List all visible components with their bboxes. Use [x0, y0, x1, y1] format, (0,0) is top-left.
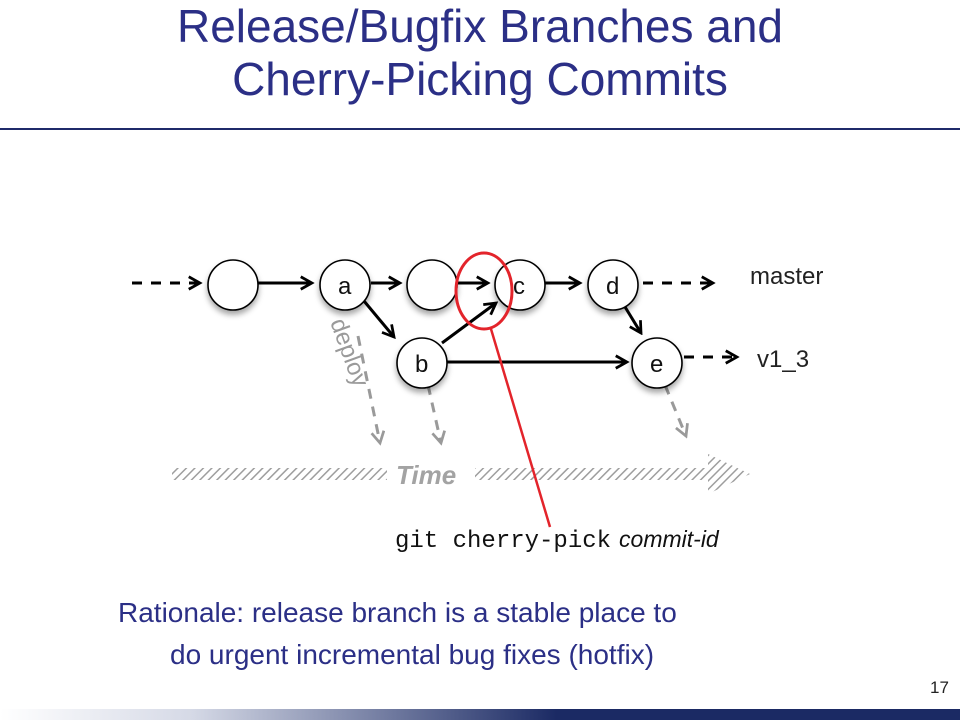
rationale-text: Rationale: release branch is a stable pl…	[96, 592, 876, 676]
time-bar-left	[172, 468, 387, 480]
time-bar-right	[475, 468, 710, 480]
commit-label-a: a	[338, 273, 352, 300]
deploy-edge-e	[663, 384, 686, 436]
title-line-2: Cherry-Picking Commits	[232, 53, 728, 105]
footer-bar	[0, 709, 960, 720]
page-number: 17	[930, 678, 949, 697]
slide-title: Release/Bugfix Branches and Cherry-Picki…	[0, 0, 960, 106]
rationale-line-2: do urgent incremental bug fixes (hotfix)	[170, 639, 655, 670]
time-label: Time	[396, 460, 456, 490]
deploy-edge-a	[356, 335, 380, 443]
commit-label-b: b	[415, 351, 428, 378]
commit-label-d: d	[606, 273, 619, 300]
deploy-label: deploy	[324, 315, 374, 391]
branch-label-master: master	[750, 263, 823, 290]
branch-label-release: v1_3	[757, 346, 809, 373]
edge-a-b	[362, 300, 394, 337]
cherry-pick-command: git cherry-pick commit-id	[395, 526, 719, 555]
commit-node-a	[319, 259, 371, 311]
time-arrowhead	[708, 454, 750, 494]
commit-node-d	[587, 259, 639, 311]
deploy-edge-b	[426, 384, 441, 443]
rationale-line-1: Rationale: release branch is a stable pl…	[118, 597, 677, 628]
time-axis: Time	[172, 454, 750, 494]
command-argument: commit-id	[619, 526, 719, 552]
commit-node-b	[396, 337, 448, 389]
commit-node-e	[631, 337, 683, 389]
commit-label-e: e	[650, 351, 663, 378]
title-line-1: Release/Bugfix Branches and	[176, 0, 784, 52]
commit-label-c: c	[513, 273, 525, 300]
command-code: git cherry-pick	[395, 528, 612, 555]
cherry-pick-callout-line	[489, 328, 552, 528]
title-divider	[0, 128, 960, 130]
commit-node-unlabeled-1	[207, 259, 259, 311]
cherry-pick-highlight-circle	[454, 251, 514, 331]
commit-node-unlabeled-2	[406, 259, 458, 311]
